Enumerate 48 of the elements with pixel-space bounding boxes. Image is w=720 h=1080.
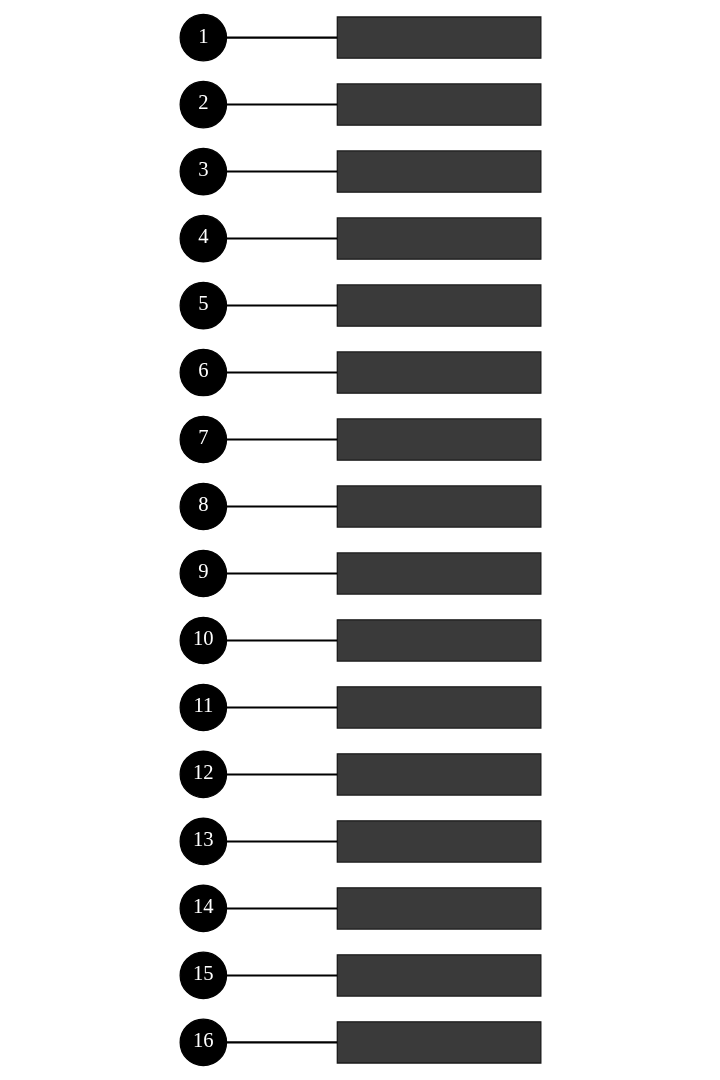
node-box <box>336 284 541 327</box>
connector <box>226 1041 337 1044</box>
node-box <box>336 217 541 260</box>
node-box <box>336 1021 541 1064</box>
connector <box>226 773 337 776</box>
node-circle: 5 <box>179 281 227 330</box>
connector <box>226 639 337 642</box>
node-circle: 6 <box>179 348 227 397</box>
connector <box>226 974 337 977</box>
node-box <box>336 83 541 126</box>
node-circle: 2 <box>179 80 227 129</box>
connector <box>226 438 337 441</box>
connector <box>226 371 337 374</box>
connector <box>226 572 337 575</box>
connector <box>226 103 337 106</box>
node-box <box>336 150 541 193</box>
node-box <box>336 619 541 662</box>
connector <box>226 304 337 307</box>
node-box <box>336 552 541 595</box>
node-box <box>336 16 541 59</box>
node-box <box>336 485 541 528</box>
node-box <box>336 954 541 997</box>
node-box <box>336 887 541 930</box>
node-circle: 9 <box>179 549 227 598</box>
node-circle: 16 <box>179 1018 227 1067</box>
node-circle: 7 <box>179 415 227 464</box>
node-circle: 4 <box>179 214 227 263</box>
node-box <box>336 753 541 796</box>
node-circle: 11 <box>179 683 227 732</box>
node-circle: 14 <box>179 884 227 933</box>
connector <box>226 840 337 843</box>
connector <box>226 237 337 240</box>
node-box <box>336 686 541 729</box>
node-circle: 8 <box>179 482 227 531</box>
node-circle: 13 <box>179 817 227 866</box>
connector <box>226 706 337 709</box>
node-circle: 3 <box>179 147 227 196</box>
node-circle: 12 <box>179 750 227 799</box>
node-circle: 10 <box>179 616 227 665</box>
node-box <box>336 820 541 863</box>
node-circle: 15 <box>179 951 227 1000</box>
connector <box>226 907 337 910</box>
node-box <box>336 418 541 461</box>
node-box <box>336 351 541 394</box>
connector <box>226 36 337 39</box>
connector <box>226 505 337 508</box>
connector <box>226 170 337 173</box>
node-circle: 1 <box>179 13 227 62</box>
